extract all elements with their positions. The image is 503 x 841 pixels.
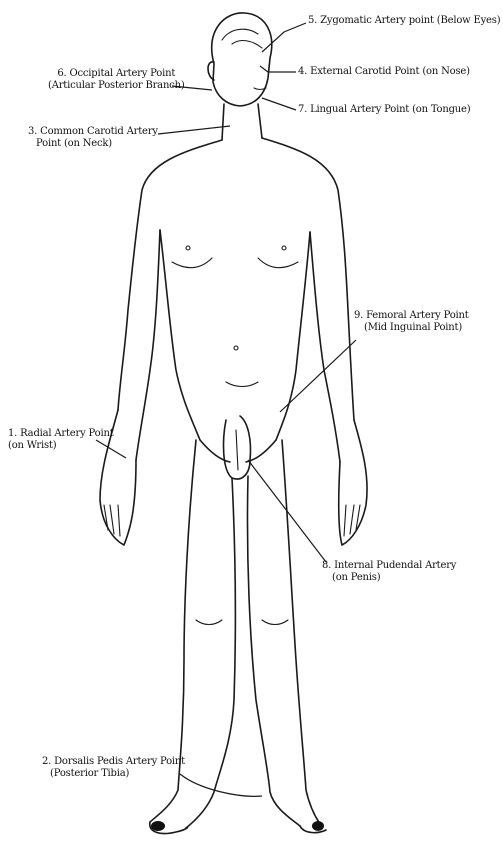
- right-leg-outer: [282, 440, 320, 824]
- label-external-carotid-line1: 4. External Carotid Point (on Nose): [298, 66, 470, 78]
- inner-arm-left: [136, 230, 160, 460]
- neck-left: [222, 104, 224, 140]
- torso-right: [262, 138, 354, 420]
- label-internal-pudendal: 8. Internal Pudendal Artery (on Penis): [322, 560, 456, 584]
- left-knee: [196, 620, 222, 625]
- waist-left: [160, 230, 200, 440]
- label-dorsalis-pedis: 2. Dorsalis Pedis Artery Point (Posterio…: [42, 756, 185, 780]
- hair-line: [222, 29, 258, 40]
- label-occipital-line1: 6. Occipital Artery Point: [48, 68, 185, 80]
- leader-external-carotid: [260, 66, 296, 72]
- genitals-detail: [236, 430, 238, 470]
- label-femoral-line2: (Mid Inguinal Point): [354, 322, 469, 334]
- label-lingual: 7. Lingual Artery Point (on Tongue): [298, 104, 470, 116]
- label-common-carotid-line1: 3. Common Carotid Artery: [28, 126, 158, 138]
- leader-common-carotid: [158, 126, 230, 134]
- leader-internal-pudendal: [248, 460, 326, 562]
- torso-left: [118, 140, 222, 410]
- right-leg-inner: [247, 476, 300, 826]
- left-toe: [151, 821, 165, 831]
- head-outline: [212, 13, 272, 106]
- label-external-carotid: 4. External Carotid Point (on Nose): [298, 66, 470, 78]
- label-internal-pudendal-line1: 8. Internal Pudendal Artery: [322, 560, 456, 572]
- right-toe: [312, 821, 324, 831]
- left-fingers: [104, 505, 120, 536]
- label-zygomatic-line1: 5. Zygomatic Artery point (Below Eyes): [308, 15, 500, 27]
- neck-right: [258, 104, 262, 138]
- label-femoral: 9. Femoral Artery Point (Mid Inguinal Po…: [354, 310, 469, 334]
- right-fingers: [344, 505, 360, 536]
- hair-line-2: [232, 41, 262, 48]
- pec-left: [172, 258, 212, 268]
- label-common-carotid-line2: Point (on Neck): [28, 138, 158, 150]
- right-nipple: [282, 246, 286, 250]
- label-radial-line1: 1. Radial Artery Point: [8, 428, 114, 440]
- label-lingual-line1: 7. Lingual Artery Point (on Tongue): [298, 104, 470, 116]
- label-dorsalis-pedis-line2: (Posterior Tibia): [42, 768, 185, 780]
- mouth: [254, 88, 266, 90]
- right-hand: [339, 420, 367, 545]
- left-nipple: [186, 246, 190, 250]
- label-radial: 1. Radial Artery Point (on Wrist): [8, 428, 114, 452]
- label-radial-line2: (on Wrist): [8, 440, 114, 452]
- navel: [234, 346, 238, 350]
- label-internal-pudendal-line2: (on Penis): [322, 572, 456, 584]
- label-occipital: 6. Occipital Artery Point (Articular Pos…: [48, 68, 185, 92]
- label-common-carotid: 3. Common Carotid Artery Point (on Neck): [28, 126, 158, 150]
- leader-lingual: [262, 98, 296, 110]
- right-knee: [262, 620, 288, 625]
- leader-dorsalis-pedis: [180, 774, 262, 796]
- waist-right: [276, 232, 310, 440]
- label-zygomatic: 5. Zygomatic Artery point (Below Eyes): [308, 15, 500, 27]
- label-occipital-line2: (Articular Posterior Branch): [48, 80, 185, 92]
- label-femoral-line1: 9. Femoral Artery Point: [354, 310, 469, 322]
- leader-femoral: [280, 340, 356, 412]
- inner-arm-right: [310, 232, 340, 462]
- groin-left: [200, 440, 230, 462]
- label-dorsalis-pedis-line1: 2. Dorsalis Pedis Artery Point: [42, 756, 185, 768]
- left-leg-inner: [186, 478, 235, 828]
- pec-right: [258, 258, 298, 268]
- abdomen-line: [226, 382, 258, 387]
